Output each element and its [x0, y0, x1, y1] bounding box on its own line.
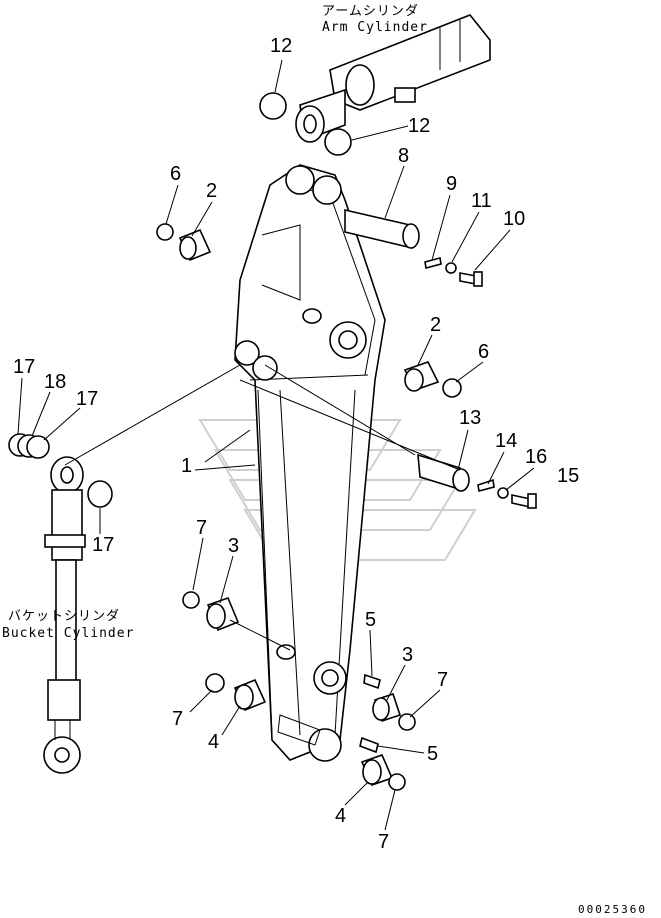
bushing-2-right	[403, 361, 440, 392]
bushing-3-right	[372, 692, 402, 723]
washer-12-lower	[324, 128, 352, 156]
bolt-10	[459, 271, 483, 287]
bushing-4-right	[360, 753, 394, 787]
callout-label: 17	[13, 356, 35, 378]
callout-label: 7	[437, 669, 448, 691]
callout-label: 17	[76, 388, 98, 410]
callout-label: 3	[228, 535, 239, 557]
callout-label: 9	[446, 173, 457, 195]
pin-8	[344, 208, 420, 250]
washer-17-mid	[26, 435, 50, 459]
callout-label: 5	[365, 609, 376, 631]
bucket-cylinder-drawing	[43, 456, 86, 774]
drawing-code: 00025360	[578, 903, 647, 916]
callout-label: 5	[427, 743, 438, 765]
bolt-5-upper	[363, 673, 381, 690]
callout-label: 8	[398, 145, 409, 167]
ring-7-bottom	[388, 773, 406, 791]
ring-7-right	[398, 713, 416, 731]
callout-label: 3	[402, 644, 413, 666]
callout-label: 12	[270, 35, 292, 57]
ring-7-mid-left	[205, 673, 225, 693]
ring-6-right	[442, 378, 462, 398]
washer-17-right	[87, 480, 113, 508]
callout-label: 13	[459, 407, 481, 429]
pin-13	[417, 453, 470, 492]
callout-label: 4	[335, 805, 346, 827]
ring-7-upper-left	[182, 591, 200, 609]
callout-label: 6	[170, 163, 181, 185]
callout-label: 6	[478, 341, 489, 363]
pin-9	[424, 257, 442, 269]
callout-label: 17	[92, 534, 114, 556]
callout-label: 2	[206, 180, 217, 202]
bucket-cylinder-caption-jp: バケットシリンダ	[8, 609, 120, 624]
arm-cylinder-caption-en: Arm Cylinder	[322, 20, 428, 35]
washer-16	[497, 487, 509, 499]
callout-label: 12	[408, 115, 430, 137]
callout-label: 7	[196, 517, 207, 539]
bushing-4-left	[233, 678, 267, 712]
callout-label: 7	[378, 831, 389, 853]
callout-label: 1	[181, 455, 192, 477]
callout-label: 4	[208, 731, 219, 753]
callout-label: 18	[44, 371, 66, 393]
pin-14	[477, 478, 495, 492]
arm-cylinder-drawing	[295, 14, 491, 143]
arm-body	[234, 164, 386, 762]
washer-12-upper	[259, 92, 287, 120]
callouts: 12 12 8 6 2 9 11 10 2 6 13 14 16 15 1 17…	[13, 35, 579, 853]
bucket-cylinder-caption-en: Bucket Cylinder	[2, 626, 134, 641]
callout-label: 10	[503, 208, 525, 230]
callout-label: 11	[471, 190, 492, 212]
arm-cylinder-caption-jp: アームシリンダ	[322, 4, 419, 19]
callout-label: 7	[172, 708, 183, 730]
bushing-2-left	[178, 228, 212, 262]
bushing-3-left	[206, 596, 240, 632]
washer-11	[445, 262, 457, 274]
bolt-5-lower	[359, 736, 379, 754]
callout-label: 14	[495, 430, 517, 452]
leader-lines	[17, 59, 535, 831]
ring-6-left	[156, 223, 174, 241]
bolt-15	[511, 493, 537, 509]
callout-label: 2	[430, 314, 441, 336]
captions: アームシリンダ Arm Cylinder バケットシリンダ Bucket Cyl…	[2, 4, 647, 916]
callout-label: 16	[525, 446, 547, 468]
callout-label: 15	[557, 465, 579, 487]
